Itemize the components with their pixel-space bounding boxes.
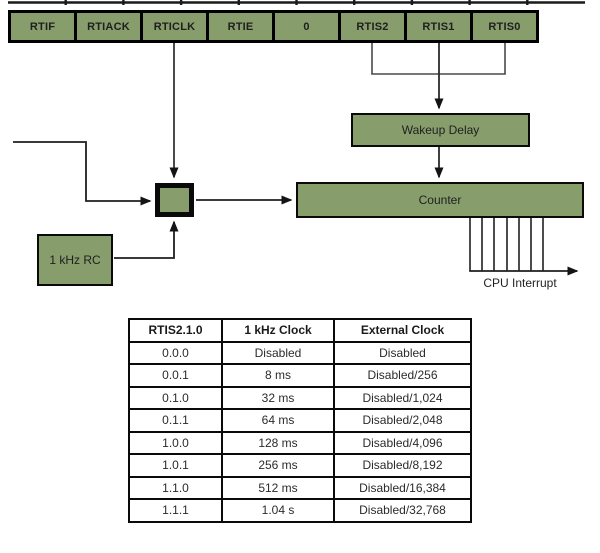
table-cell: 0.0.0 (128, 340, 223, 365)
register-bit-rtis0: RTIS0 (470, 13, 536, 40)
register-bit-0: 0 (272, 13, 338, 40)
table-cell: 1.0.0 (128, 430, 223, 455)
table-cell: 1.0.1 (128, 453, 223, 478)
table-cell: Disabled/2,048 (333, 408, 472, 433)
register-bit-rtie: RTIE (206, 13, 272, 40)
table-cell: 0.0.1 (128, 363, 223, 388)
table-cell: Disabled/32,768 (333, 498, 472, 523)
counter-label: Counter (418, 193, 462, 207)
clipped-register-bottom-edge (8, 0, 585, 5)
table-cell: 8 ms (221, 363, 335, 388)
wakeup-delay-block: Wakeup Delay (351, 113, 530, 147)
table-cell: Disabled/1,024 (333, 385, 472, 410)
table-cell: Disabled/4,096 (333, 430, 472, 455)
table-cell: 0.1.1 (128, 408, 223, 433)
counter-output-taps (469, 218, 544, 271)
table-cell: 512 ms (221, 475, 335, 500)
register-bit-rtis1: RTIS1 (404, 13, 470, 40)
register-bit-rticlk: RTICLK (140, 13, 206, 40)
rc-oscillator-label: 1 kHz RC (49, 253, 101, 267)
counter-block: Counter (296, 182, 584, 218)
table-cell: 0.1.0 (128, 385, 223, 410)
table-cell: 1.1.0 (128, 475, 223, 500)
table-header-cell: 1 kHz Clock (221, 318, 335, 343)
table-cell: Disabled/16,384 (333, 475, 472, 500)
wakeup-delay-label: Wakeup Delay (401, 123, 480, 137)
table-cell: 256 ms (221, 453, 335, 478)
cpu-interrupt-label: CPU Interrupt (483, 276, 557, 290)
table-cell: Disabled/8,192 (333, 453, 472, 478)
register-bit-rtif: RTIF (11, 13, 74, 40)
rc-to-mux-line (114, 220, 179, 259)
register-bit-rtis2: RTIS2 (338, 13, 404, 40)
external-clock-input-line (13, 141, 152, 206)
table-header-cell: External Clock (333, 318, 472, 343)
table-cell: 32 ms (221, 385, 335, 410)
table-header-cell: RTIS2.1.0 (128, 318, 223, 343)
table-cell: Disabled/256 (333, 363, 472, 388)
table-cell: 1.04 s (221, 498, 335, 523)
table-cell: 1.1.1 (128, 498, 223, 523)
table-cell: 64 ms (221, 408, 335, 433)
clock-select-mux (155, 183, 194, 217)
table-cell: Disabled (333, 340, 472, 365)
table-cell: Disabled (221, 340, 335, 365)
register-bit-rtiack: RTIACK (74, 13, 140, 40)
table-cell: 128 ms (221, 430, 335, 455)
rc-oscillator-block: 1 kHz RC (37, 234, 113, 286)
